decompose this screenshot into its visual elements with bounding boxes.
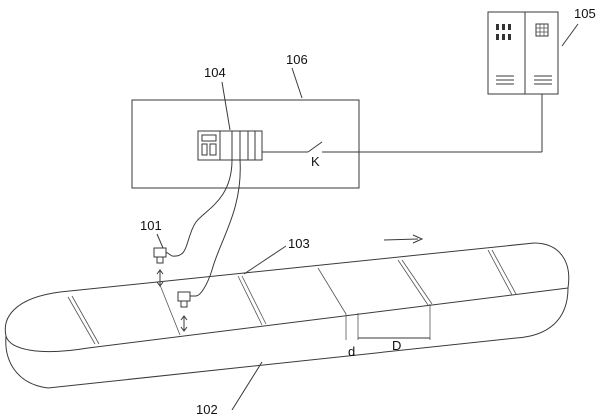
leader-106 (291, 67, 303, 99)
label-101: 101 (140, 218, 162, 233)
label-105: 105 (574, 6, 596, 21)
label-103: 103 (288, 236, 310, 251)
spacing-dimension (345, 304, 431, 340)
indicator-lights-icon (496, 24, 511, 40)
cable-sensor-101 (171, 159, 233, 257)
leader-105 (561, 23, 579, 47)
sensor-101 (153, 247, 173, 264)
plc-controller (197, 130, 263, 161)
label-k: K (311, 154, 320, 169)
detection-arrow-icon (156, 269, 164, 287)
leader-103 (243, 245, 287, 275)
leader-102 (231, 361, 263, 411)
leader-101 (156, 233, 164, 249)
sensor-2 (177, 291, 196, 308)
leader-104 (221, 81, 231, 131)
control-cabinet (487, 11, 559, 95)
label-102: 102 (196, 402, 218, 417)
enclosure-box (131, 99, 360, 189)
right-arrow-icon (383, 234, 424, 244)
detection-arrow-icon (180, 315, 188, 332)
label-D: D (392, 338, 401, 353)
conveyor-belt (4, 242, 570, 389)
label-106: 106 (286, 52, 308, 67)
display-grid-icon (535, 23, 549, 37)
label-104: 104 (204, 65, 226, 80)
cable-sensor-2 (195, 159, 241, 297)
switch-k (262, 94, 543, 153)
label-d: d (348, 344, 355, 359)
